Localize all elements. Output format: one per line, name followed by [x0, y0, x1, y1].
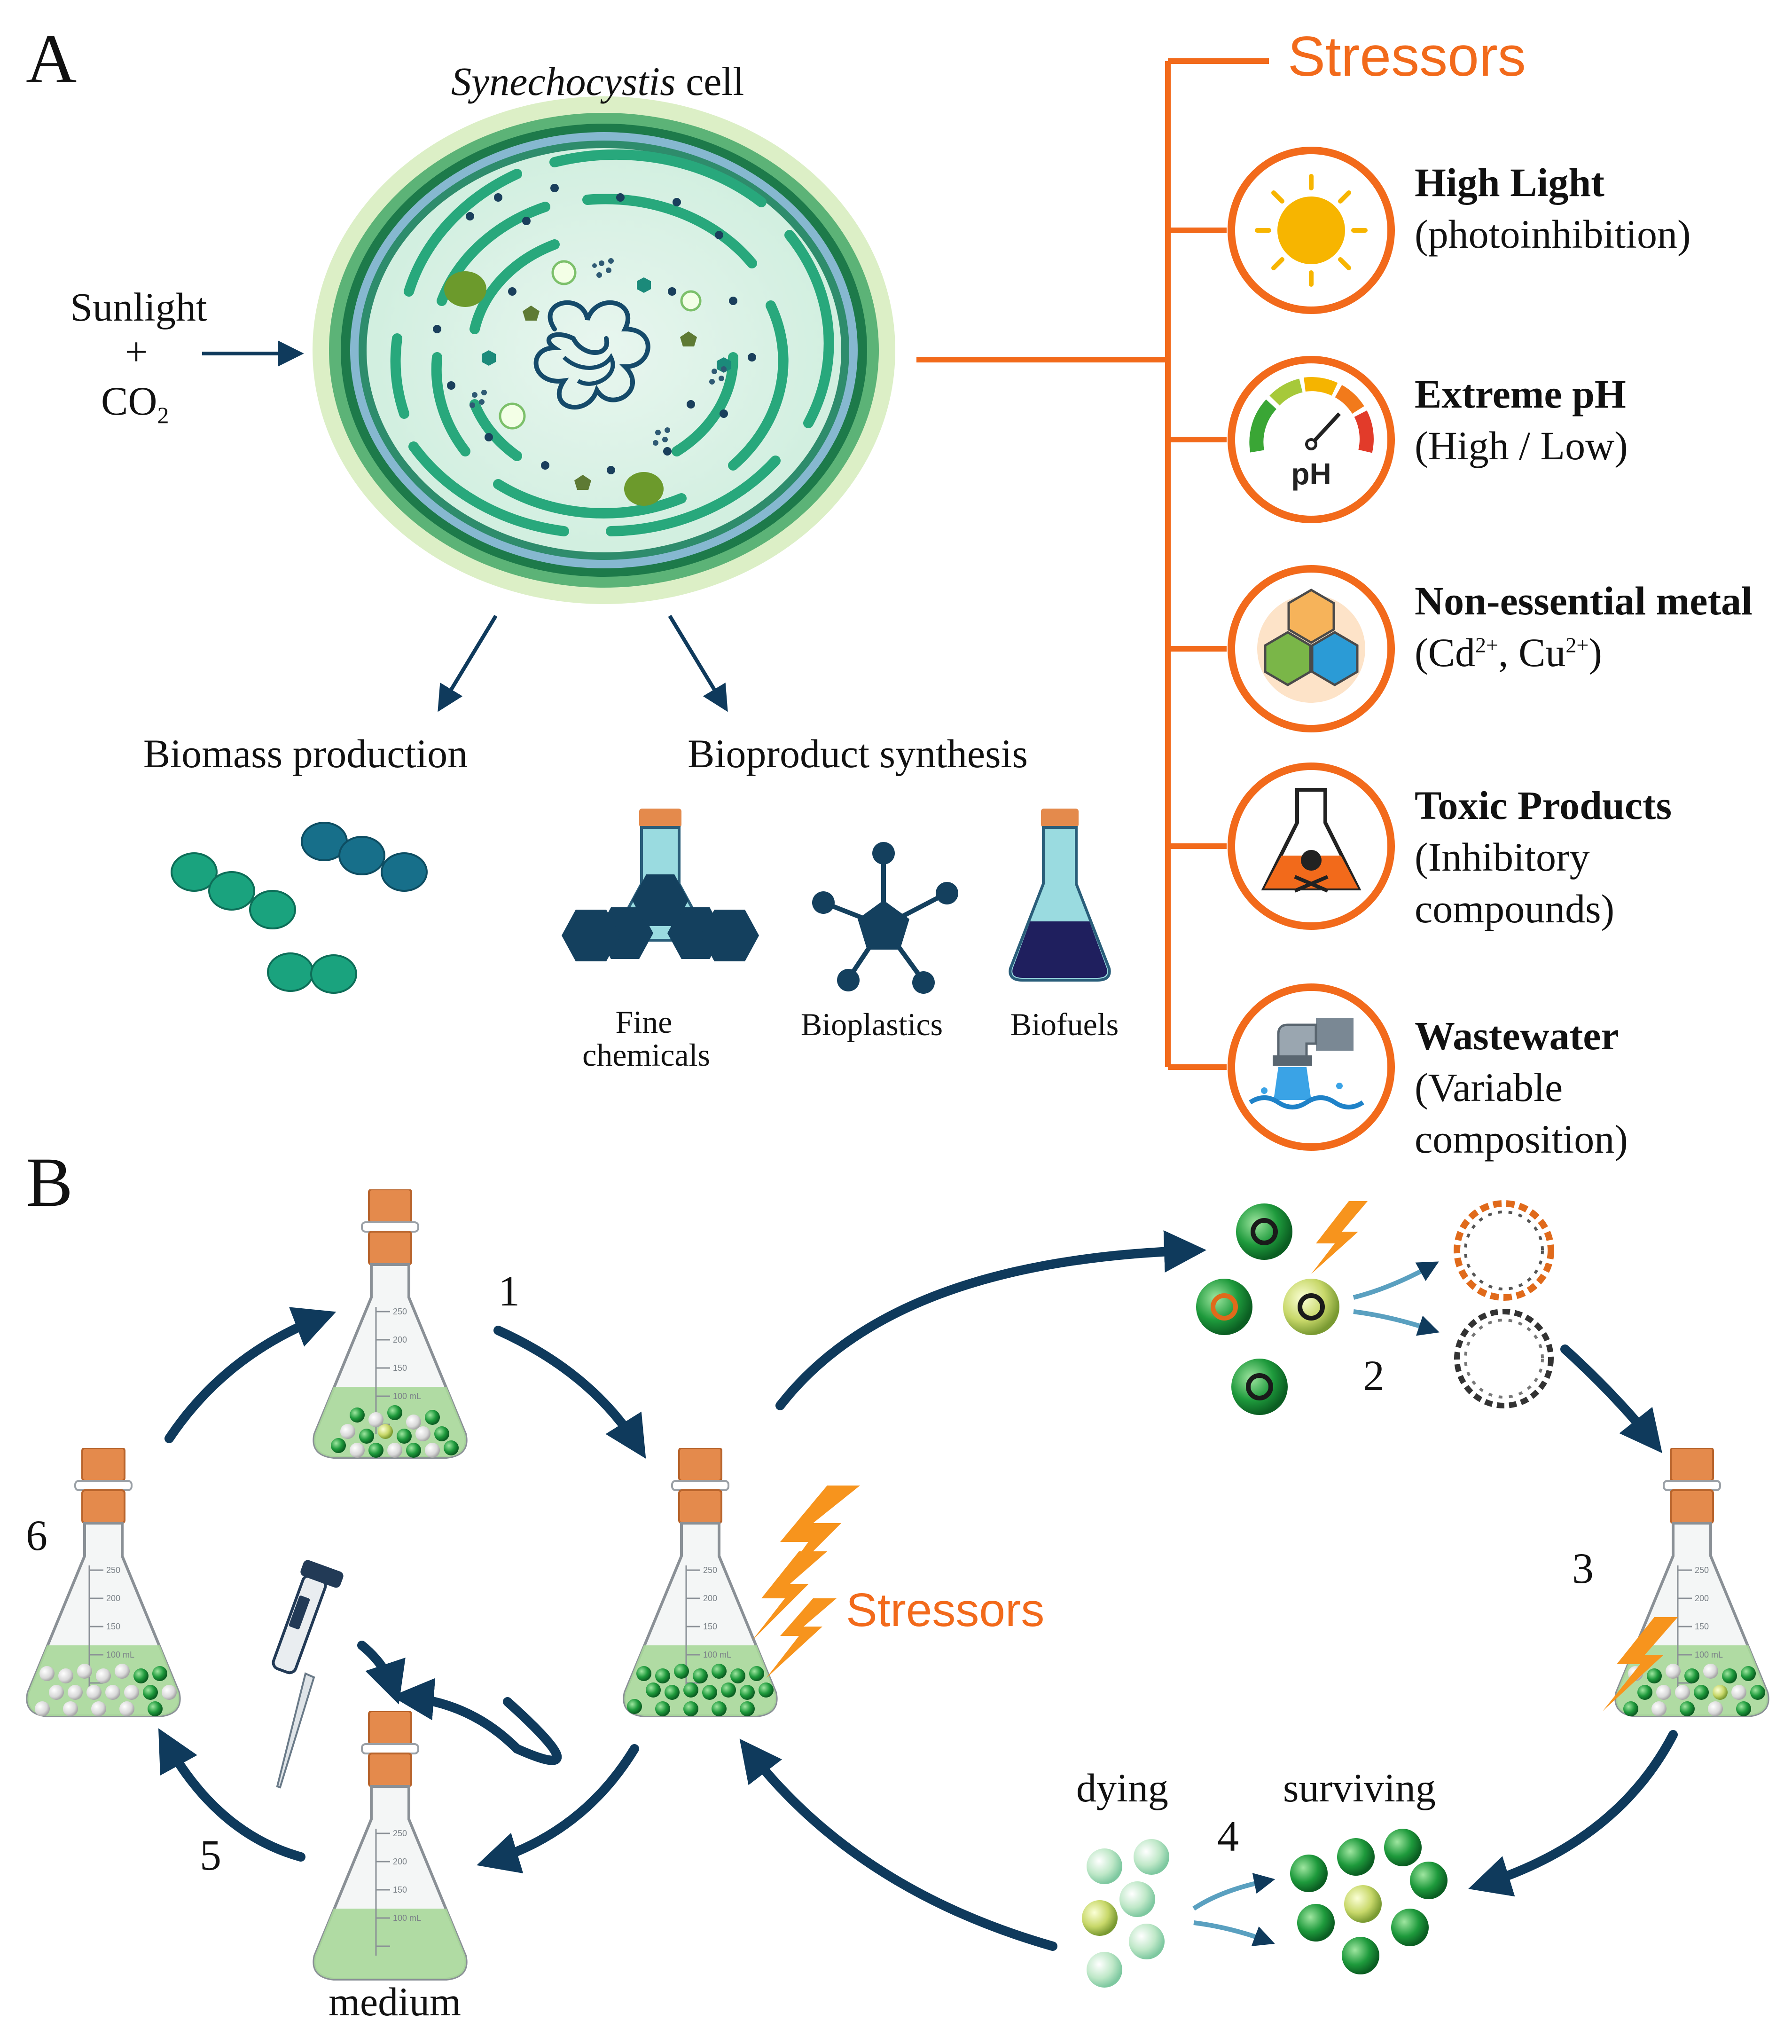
flask-1-cells — [331, 1405, 459, 1458]
ph-icon-text: pH — [1291, 457, 1331, 491]
toxic-flask-icon — [1228, 763, 1395, 930]
panel-label-b: B — [26, 1143, 73, 1221]
cell-title: Synechocystis cell — [451, 61, 744, 102]
cycle-arrows — [158, 1230, 1678, 1951]
stressor-metal-desc: (Cd2+, Cu2+) — [1415, 632, 1602, 673]
surviving-cells — [1290, 1829, 1448, 1974]
synechocystis-cell — [313, 96, 895, 604]
biomass-production-label: Biomass production — [143, 731, 468, 776]
metal-desc-end: ) — [1589, 630, 1602, 675]
panel-a: pH — [171, 58, 1395, 1151]
biomass-arrow — [438, 614, 498, 712]
step-6: 6 — [26, 1511, 47, 1559]
step-5: 5 — [200, 1831, 221, 1879]
input-co2: CO2 — [101, 381, 169, 427]
surviving-label: surviving — [1283, 1765, 1436, 1810]
stressor-ph-name: Extreme pH — [1415, 371, 1626, 417]
cell-title-italic: Synechocystis — [451, 59, 676, 104]
fine-chemicals-label-2: chemicals — [582, 1037, 710, 1073]
flask-stressed-cells — [627, 1664, 774, 1716]
stressor-toxic-desc-2: compounds) — [1415, 886, 1615, 931]
biofuels-label: Biofuels — [1010, 1006, 1119, 1042]
stressor-wastewater-name: Wastewater — [1415, 1013, 1619, 1058]
panel-label-a: A — [26, 20, 77, 98]
stressor-toxic-name: Toxic Products — [1415, 783, 1672, 828]
bioproduct-arrow — [668, 614, 728, 712]
step-2: 2 — [1363, 1352, 1385, 1399]
metal-desc-sup1: 2+ — [1475, 633, 1498, 657]
cell-title-rest: cell — [675, 59, 744, 104]
input-plus: + — [125, 329, 148, 374]
stressor-toxic-desc-1: (Inhibitory — [1415, 834, 1590, 880]
dying-label: dying — [1076, 1765, 1168, 1810]
sun-icon — [1228, 147, 1395, 314]
bioplastics-label: Bioplastics — [800, 1006, 943, 1042]
dying-to-surviving-arrows — [1192, 1873, 1276, 1947]
selection-arrows — [1353, 1261, 1440, 1336]
metal-desc-sup2: 2+ — [1565, 633, 1589, 657]
plasmid-wildtype-icon — [1454, 1309, 1554, 1408]
pipe-water-icon — [1228, 983, 1395, 1151]
input-co-sub: 2 — [157, 402, 169, 429]
biomass-cells — [171, 822, 428, 994]
stressor-wastewater-desc-1: (Variable — [1415, 1065, 1563, 1110]
step-4: 4 — [1217, 1812, 1239, 1860]
bioplastics-icon — [812, 842, 958, 994]
fine-chemicals-icon — [562, 809, 759, 961]
ph-gauge-icon: pH — [1228, 356, 1395, 523]
input-co: CO — [101, 378, 157, 424]
pipette-icon — [272, 1560, 344, 1789]
plasmid-mutant-icon — [1454, 1200, 1554, 1301]
stressors-label-b: Stressors — [846, 1584, 1045, 1636]
medium-label: medium — [329, 1979, 461, 2024]
panel-b — [27, 1189, 1768, 1988]
lightning-icon — [752, 1201, 1678, 1711]
metal-hexagons-icon — [1228, 565, 1395, 732]
stressor-ph-desc: (High / Low) — [1415, 423, 1628, 468]
mutant-cells — [1196, 1203, 1339, 1415]
flask-6-cells — [35, 1664, 177, 1716]
stressor-tree — [916, 58, 1269, 1070]
metal-desc-cd: (Cd — [1415, 630, 1475, 675]
step-3: 3 — [1572, 1544, 1594, 1592]
biofuels-icon — [1009, 809, 1111, 982]
flask-medium — [314, 1711, 466, 1979]
fine-chemicals-label-1: Fine — [615, 1004, 673, 1040]
step-1: 1 — [498, 1267, 520, 1315]
metal-desc-cu: , Cu — [1498, 630, 1566, 675]
stressor-high-light-name: High Light — [1415, 160, 1604, 205]
input-sunlight: Sunlight — [70, 284, 207, 330]
stressors-title: Stressors — [1288, 25, 1526, 88]
bioproduct-synthesis-label: Bioproduct synthesis — [688, 731, 1028, 776]
dying-cells — [1082, 1839, 1169, 1988]
stressor-wastewater-desc-2: composition) — [1415, 1116, 1628, 1162]
stressor-metal-name: Non-essential metal — [1415, 578, 1753, 623]
stressor-high-light-desc: (photoinhibition) — [1415, 212, 1691, 257]
